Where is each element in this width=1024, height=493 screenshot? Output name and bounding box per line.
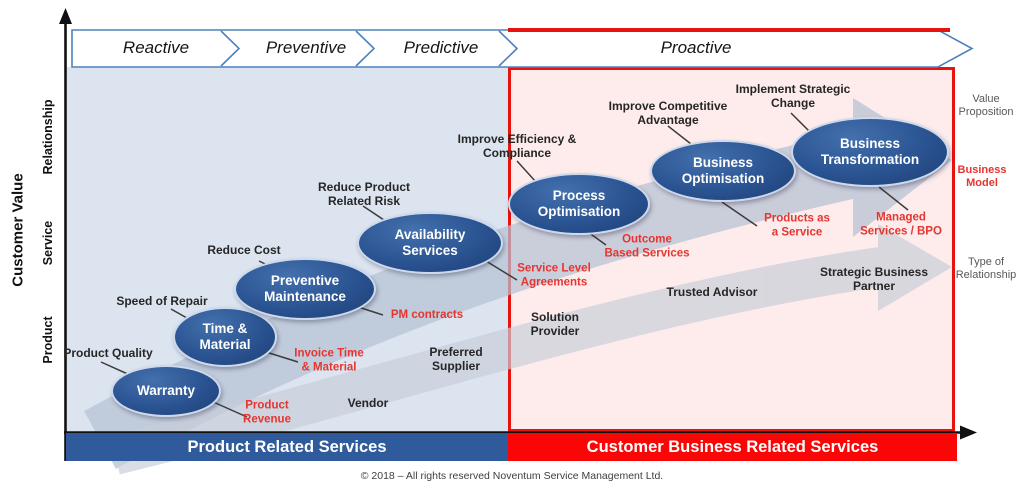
driver-reduce-product-risk: Reduce Product Related Risk xyxy=(317,179,411,208)
node-availability-services: Availability Services xyxy=(357,212,503,274)
y-axis-arrow-icon xyxy=(59,8,72,461)
legend-value-proposition: Value Proposition xyxy=(958,93,1014,118)
y-tick-product: Product xyxy=(41,316,55,364)
model-outcome-based-services: Outcome Based Services xyxy=(604,233,690,259)
stage-predictive: Predictive xyxy=(403,38,479,57)
driver-speed-of-repair: Speed of Repair xyxy=(116,293,208,308)
driver-strategic-change: Implement Strategic Change xyxy=(735,81,851,110)
chevron-separator-icon xyxy=(498,30,519,67)
rel-vendor: Vendor xyxy=(347,395,389,410)
rel-trusted-advisor: Trusted Advisor xyxy=(666,284,758,299)
driver-improve-efficiency: Improve Efficiency & Compliance xyxy=(457,131,577,160)
driver-product-quality: Product Quality xyxy=(63,345,153,360)
node-warranty: Warranty xyxy=(111,365,221,417)
stage-reactive: Reactive xyxy=(122,38,190,57)
node-process-optimisation: Process Optimisation xyxy=(508,173,650,235)
rel-preferred-supplier: Preferred Supplier xyxy=(429,344,483,373)
node-time-material: Time & Material xyxy=(173,307,277,367)
bar-label: Product Related Services xyxy=(187,437,387,456)
legend-type-of-relationship: Type of Relationship xyxy=(955,256,1017,281)
driver-reduce-cost: Reduce Cost xyxy=(207,242,281,257)
model-product-revenue: Product Revenue xyxy=(243,399,291,425)
bar-customer-business-related-services: Customer Business Related Services xyxy=(508,433,957,461)
copyright-note: © 2018 – All rights reserved Noventum Se… xyxy=(360,470,664,482)
node-label: Time & Material xyxy=(199,320,251,352)
y-tick-service: Service xyxy=(41,220,55,266)
driver-competitive-advantage: Improve Competitive Advantage xyxy=(608,98,728,127)
y-axis-title: Customer Value xyxy=(9,173,27,287)
node-label: Process Optimisation xyxy=(537,187,621,219)
model-products-as-a-service: Products as a Service xyxy=(764,212,830,238)
model-invoice-time-material: Invoice Time & Material xyxy=(294,347,364,373)
y-tick-relationship: Relationship xyxy=(41,99,55,175)
model-pm-contracts: PM contracts xyxy=(390,309,464,322)
node-business-optimisation: Business Optimisation xyxy=(650,140,796,202)
node-preventive-maintenance: Preventive Maintenance xyxy=(234,258,376,320)
legend-business-model: Business Model xyxy=(957,164,1007,189)
rel-strategic-business-partner: Strategic Business Partner xyxy=(819,264,929,293)
relationship-arrow-icon xyxy=(110,224,952,475)
model-service-level-agreements: Service Level Agreements xyxy=(517,262,591,288)
x-axis-arrow-icon xyxy=(64,425,977,440)
bar-product-related-services: Product Related Services xyxy=(66,433,508,461)
node-business-transformation: Business Transformation xyxy=(791,117,949,187)
rel-solution-provider: Solution Provider xyxy=(530,309,580,338)
stage-proactive: Proactive xyxy=(660,38,732,57)
node-label: Business Optimisation xyxy=(681,154,765,186)
chevron-separator-icon xyxy=(355,30,376,67)
stage-band xyxy=(71,29,974,68)
node-label: Business Transformation xyxy=(820,135,920,167)
bar-label: Customer Business Related Services xyxy=(586,437,879,456)
stage-preventive: Preventive xyxy=(265,38,347,57)
node-label: Preventive Maintenance xyxy=(264,272,346,304)
model-managed-services-bpo: Managed Services / BPO xyxy=(860,211,942,237)
node-label: Warranty xyxy=(136,382,195,398)
chevron-separator-icon xyxy=(220,30,241,67)
node-label: Availability Services xyxy=(394,226,466,258)
